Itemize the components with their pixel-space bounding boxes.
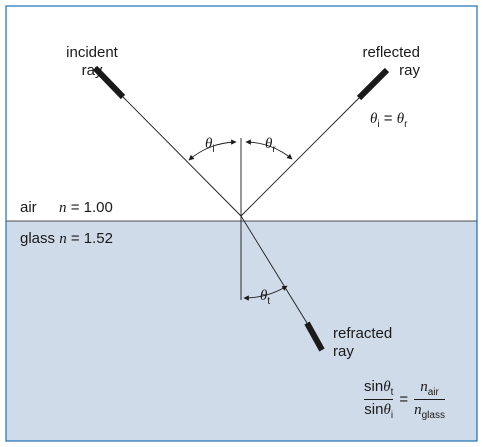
theta-symbol: θ xyxy=(383,379,391,395)
sub-i: i xyxy=(212,144,215,155)
equals-sign: = xyxy=(399,390,409,408)
incident-label-line1: incident xyxy=(66,44,118,61)
refracted-ray-head xyxy=(304,321,325,352)
glass-region xyxy=(6,221,477,441)
theta-r-label: θr xyxy=(265,135,276,155)
n-glass-term: nglass xyxy=(414,401,445,421)
incident-ray-line xyxy=(122,96,242,217)
sub-i: i xyxy=(377,119,380,130)
sin-theta-i: sinθi xyxy=(364,401,393,421)
n-symbol: n xyxy=(420,379,428,395)
sin-theta-t: sinθt xyxy=(364,378,393,398)
theta-i-arc xyxy=(188,139,237,161)
sub-r: r xyxy=(404,119,408,130)
reflection-law: θi = θr xyxy=(370,110,407,130)
snell-left-fraction: sinθt sinθi xyxy=(364,378,394,421)
n-glass-value: = 1.52 xyxy=(70,230,113,247)
reflected-label-line2: ray xyxy=(399,62,420,79)
air-label: air n = 1.00 xyxy=(20,199,113,217)
n-symbol: n xyxy=(414,402,422,418)
incident-label-line2: ray xyxy=(81,62,103,79)
snell-right-fraction: nair nglass xyxy=(414,378,445,421)
air-region xyxy=(6,6,477,221)
n-symbol: n xyxy=(59,231,67,247)
sub-glass: glass xyxy=(421,410,445,421)
theta-symbol: θ xyxy=(396,111,405,127)
incident-ray-head xyxy=(92,65,126,100)
air-text: air xyxy=(20,199,37,216)
theta-t-label: θt xyxy=(260,287,270,307)
equals-sign: = xyxy=(383,110,393,127)
theta-symbol: θ xyxy=(265,136,273,152)
reflected-ray-head xyxy=(356,67,390,101)
theta-i-label: θi xyxy=(205,135,215,155)
n-air-term: nair xyxy=(420,378,439,398)
theta-r-arc xyxy=(245,139,293,160)
theta-symbol: θ xyxy=(383,402,391,418)
reflected-label-line1: reflected xyxy=(362,44,420,61)
incident-ray-label: incident ray xyxy=(62,44,122,80)
sin-text: sin xyxy=(364,378,384,395)
theta-symbol: θ xyxy=(370,111,378,127)
n-symbol: n xyxy=(59,200,67,216)
n-air-value: = 1.00 xyxy=(70,199,113,216)
theta-symbol: θ xyxy=(260,288,268,304)
fraction-bar xyxy=(364,399,394,400)
theta-symbol: θ xyxy=(205,136,213,152)
sub-i: i xyxy=(390,410,394,421)
reflected-ray-line xyxy=(240,97,360,217)
sub-t: t xyxy=(390,387,394,398)
sub-air: air xyxy=(427,387,439,398)
glass-label: glass n = 1.52 xyxy=(20,230,113,248)
refracted-ray-label: refracted ray xyxy=(333,325,413,361)
sub-r: r xyxy=(272,144,276,155)
refracted-label-line2: ray xyxy=(333,343,354,360)
refracted-label-line1: refracted xyxy=(333,325,393,342)
sub-t: t xyxy=(267,296,271,307)
theta-t-arc xyxy=(243,285,288,301)
snells-law: sinθt sinθi = nair nglass xyxy=(364,378,445,421)
sin-text: sin xyxy=(364,401,384,418)
reflected-ray-label: reflected ray xyxy=(344,44,420,80)
frame-border xyxy=(5,5,478,442)
fraction-bar xyxy=(414,399,445,400)
glass-text: glass xyxy=(20,230,56,247)
refracted-ray-line xyxy=(240,215,308,324)
